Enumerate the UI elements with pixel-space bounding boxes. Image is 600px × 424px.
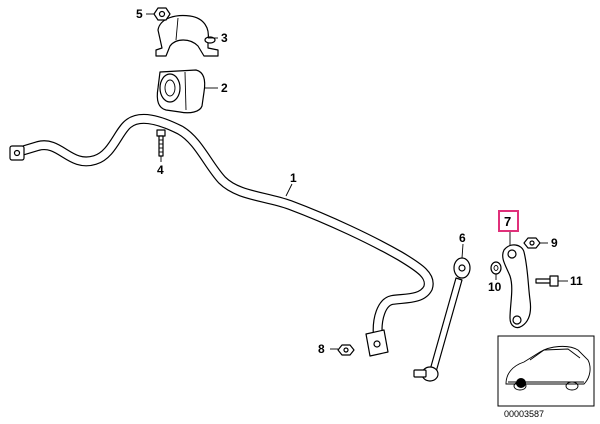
inset-caption: 00003587: [504, 409, 544, 419]
callout-6[interactable]: 6: [459, 231, 466, 245]
stabilizer-bar[interactable]: [9, 113, 434, 357]
callout-2[interactable]: 2: [221, 81, 228, 95]
callout-10[interactable]: 10: [488, 280, 502, 294]
swivel-bracket[interactable]: [502, 244, 532, 329]
callout-7[interactable]: 7: [504, 214, 511, 229]
callout-3[interactable]: 3: [221, 31, 228, 45]
collar-nut[interactable]: [337, 344, 355, 356]
nut-9[interactable]: [523, 237, 541, 249]
callout-11[interactable]: 11: [570, 274, 583, 288]
stabilizer-link[interactable]: [413, 257, 471, 382]
hex-nut[interactable]: [153, 7, 171, 21]
callout-5[interactable]: 5: [136, 7, 143, 21]
callout-7-selected[interactable]: 7: [498, 210, 519, 232]
inset-car-overview: [497, 335, 595, 407]
location-marker-icon: [516, 378, 526, 388]
callout-labels: 5 3 2 4 1 6 9 10 11 8: [136, 7, 583, 356]
callout-8[interactable]: 8: [318, 342, 325, 356]
callout-9[interactable]: 9: [551, 236, 558, 250]
callout-4[interactable]: 4: [157, 163, 164, 177]
leader-lines: [146, 13, 568, 350]
inset-frame: [497, 335, 595, 407]
bolt[interactable]: [156, 129, 166, 157]
selection-highlight-box: [498, 210, 519, 232]
washer[interactable]: [490, 261, 502, 275]
rubber-bushing[interactable]: [156, 69, 206, 114]
bolt-11[interactable]: [535, 275, 559, 287]
callout-1[interactable]: 1: [290, 171, 297, 185]
clamp-bracket[interactable]: [155, 14, 219, 57]
